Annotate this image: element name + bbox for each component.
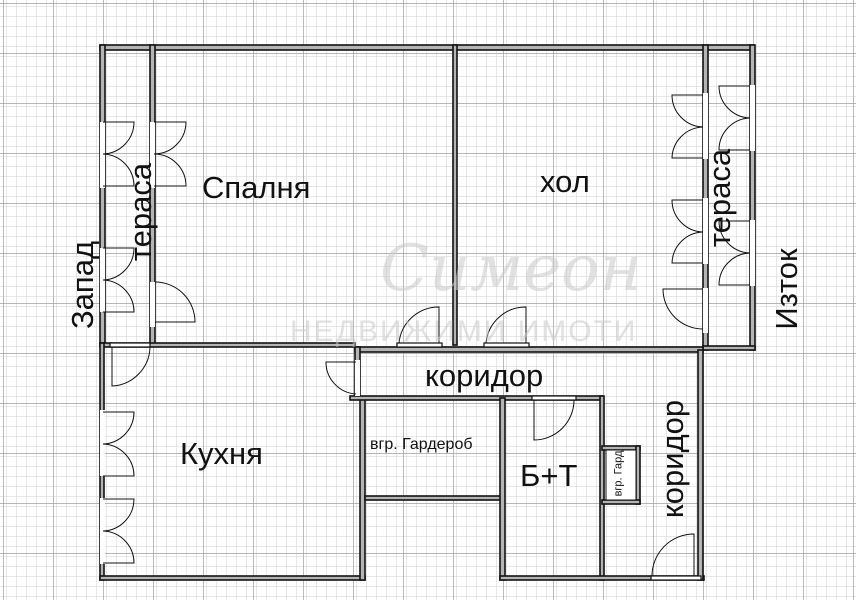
room-label-wardrobe: вгр. Гардероб <box>370 436 473 453</box>
room-label-bedroom: Спалня <box>202 170 311 205</box>
watermark-script: Симеон <box>380 232 642 306</box>
room-label-corridor-main: коридор <box>425 358 544 393</box>
room-label-wardrobe-small: вгр. Гард <box>612 450 625 497</box>
room-label-living-room: хол <box>540 164 590 199</box>
room-label-kitchen: Кухня <box>180 436 263 471</box>
room-label-terrace-west: тераса <box>123 162 158 262</box>
doors <box>100 85 755 581</box>
orientation-east-label: Изток <box>769 248 804 330</box>
room-label-bathroom: Б+Т <box>520 458 578 493</box>
watermark-caption: НЕДВИЖИМИ ИМОТИ <box>290 315 638 348</box>
orientation-west-label: Запад <box>65 240 100 330</box>
room-label-terrace-east: тераса <box>702 148 737 248</box>
room-label-corridor-side: коридор <box>655 399 690 519</box>
